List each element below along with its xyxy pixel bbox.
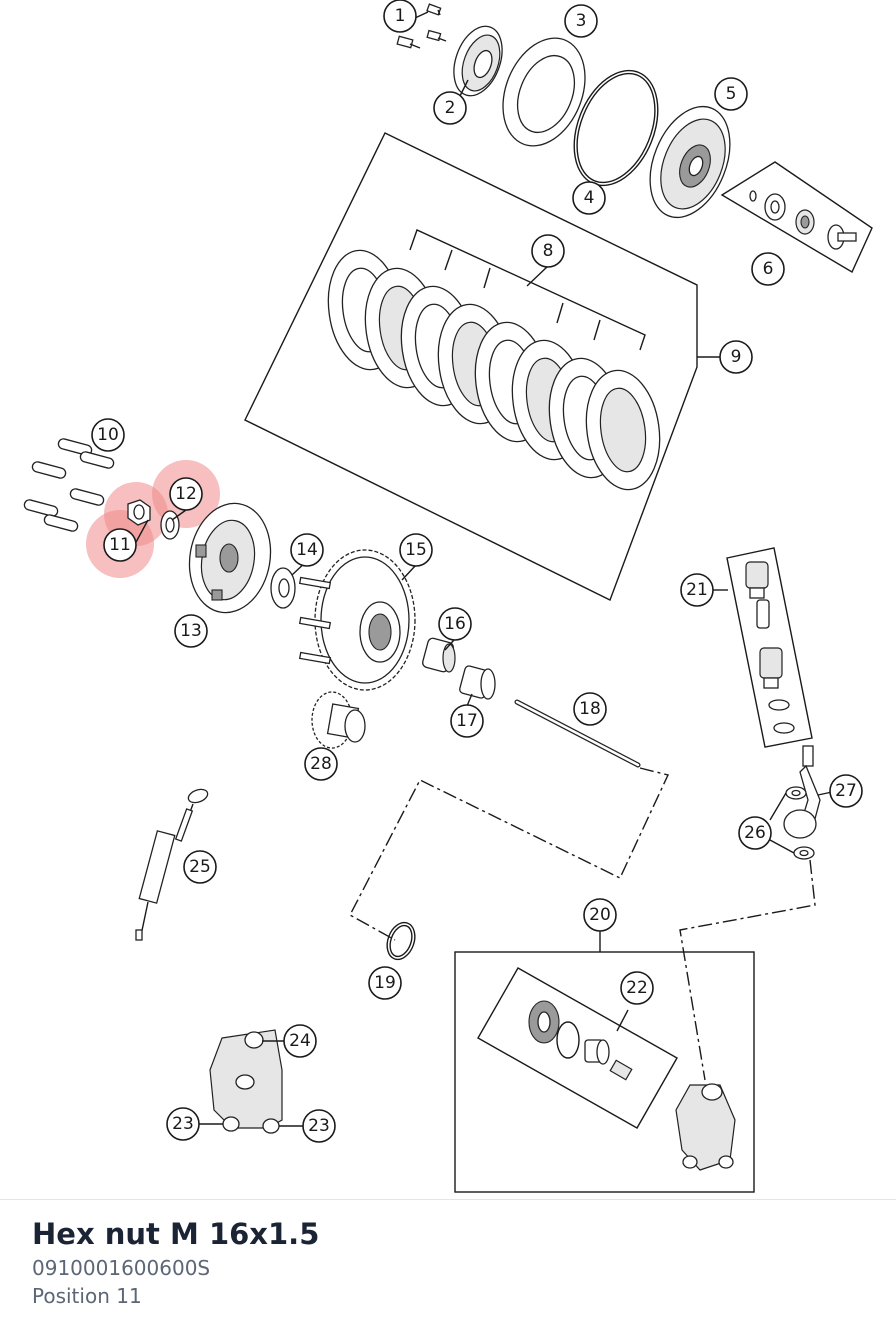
clutch-pack-9: [244, 132, 720, 601]
callout-5[interactable]: 5: [714, 77, 748, 111]
divider: [0, 1199, 896, 1200]
callout-16[interactable]: 16: [438, 607, 472, 641]
svg-text:10: 10: [97, 425, 119, 445]
callout-12[interactable]: 12: [169, 477, 203, 511]
washer-14: [270, 567, 296, 609]
svg-text:13: 13: [180, 621, 202, 641]
svg-text:6: 6: [763, 259, 774, 279]
svg-text:17: 17: [456, 711, 478, 731]
exploded-parts-diagram: 1 2 3 4 5 6 8 9 10 11 12 13 14 15 16 17 …: [23, 0, 873, 1193]
svg-text:8: 8: [543, 241, 554, 261]
svg-text:26: 26: [744, 823, 766, 843]
part-position: Position 11: [32, 1284, 142, 1308]
callout-9[interactable]: 9: [719, 340, 753, 374]
push-rod-18: [514, 699, 641, 768]
dash-guide-18: [349, 767, 669, 941]
svg-text:2: 2: [445, 98, 456, 118]
oring-19: [386, 921, 416, 961]
svg-text:22: 22: [626, 978, 648, 998]
svg-text:23: 23: [172, 1114, 194, 1134]
svg-text:18: 18: [579, 699, 601, 719]
disc-3: [502, 37, 586, 147]
washers-26: [769, 786, 815, 860]
cover-23: [198, 1029, 303, 1134]
svg-text:19: 19: [374, 973, 396, 993]
gear-28: [311, 691, 366, 749]
hex-nut-11: [127, 499, 151, 526]
svg-text:4: 4: [584, 188, 595, 208]
svg-text:12: 12: [175, 484, 197, 504]
svg-text:24: 24: [289, 1031, 311, 1051]
svg-text:21: 21: [686, 580, 708, 600]
callout-13[interactable]: 13: [174, 614, 208, 648]
callout-26[interactable]: 26: [738, 816, 772, 850]
callout-23-right[interactable]: 23: [302, 1109, 336, 1143]
callout-27[interactable]: 27: [829, 774, 863, 808]
banjo-27: [783, 745, 821, 839]
callout-1[interactable]: 1: [383, 0, 417, 33]
bushing-16: [422, 637, 456, 673]
callout-19[interactable]: 19: [368, 966, 402, 1000]
clutch-plates-8: [327, 229, 661, 491]
callout-18[interactable]: 18: [573, 692, 607, 726]
callout-24[interactable]: 24: [283, 1024, 317, 1058]
svg-text:23: 23: [308, 1116, 330, 1136]
callout-17[interactable]: 17: [450, 704, 484, 738]
callout-25[interactable]: 25: [183, 850, 217, 884]
svg-text:5: 5: [726, 84, 737, 104]
svg-text:1: 1: [395, 6, 406, 26]
callout-20[interactable]: 20: [583, 898, 617, 932]
svg-text:20: 20: [589, 905, 611, 925]
part-info-panel: Hex nut M 16x1.5 0910001600600S Position…: [32, 1214, 319, 1310]
callout-3[interactable]: 3: [564, 4, 598, 38]
part-number: 0910001600600S: [32, 1256, 211, 1280]
callout-28[interactable]: 28: [304, 747, 338, 781]
dash-guide-20: [679, 859, 816, 1081]
gear-15: [298, 549, 416, 691]
svg-text:3: 3: [576, 11, 587, 31]
kit-6: [720, 161, 873, 273]
callout-6[interactable]: 6: [751, 252, 785, 286]
svg-text:27: 27: [835, 781, 857, 801]
slave-cylinder-20: [454, 928, 755, 1193]
pressure-plate-5: [649, 105, 731, 219]
svg-text:9: 9: [731, 347, 742, 367]
callout-8[interactable]: 8: [531, 234, 565, 268]
callout-15[interactable]: 15: [399, 533, 433, 567]
svg-text:25: 25: [189, 857, 211, 877]
callout-2[interactable]: 2: [433, 91, 467, 125]
callout-21[interactable]: 21: [680, 573, 714, 607]
svg-text:11: 11: [109, 535, 131, 555]
callout-23-left[interactable]: 23: [166, 1107, 200, 1141]
syringe-25: [135, 788, 209, 941]
svg-text:16: 16: [444, 614, 466, 634]
kit-21: [726, 547, 813, 748]
bushing-17: [459, 665, 496, 700]
svg-text:15: 15: [405, 540, 427, 560]
pins-10: [23, 438, 115, 532]
callout-10[interactable]: 10: [91, 418, 125, 452]
screws-1: [396, 3, 447, 49]
callout-14[interactable]: 14: [290, 533, 324, 567]
callout-4[interactable]: 4: [572, 181, 606, 215]
cap-2: [453, 25, 503, 97]
svg-text:14: 14: [296, 540, 318, 560]
callout-22[interactable]: 22: [620, 971, 654, 1005]
part-name: Hex nut M 16x1.5: [32, 1217, 320, 1251]
washer-12: [160, 510, 180, 540]
hub-13: [188, 502, 272, 614]
svg-text:28: 28: [310, 754, 332, 774]
callout-11[interactable]: 11: [103, 528, 137, 562]
